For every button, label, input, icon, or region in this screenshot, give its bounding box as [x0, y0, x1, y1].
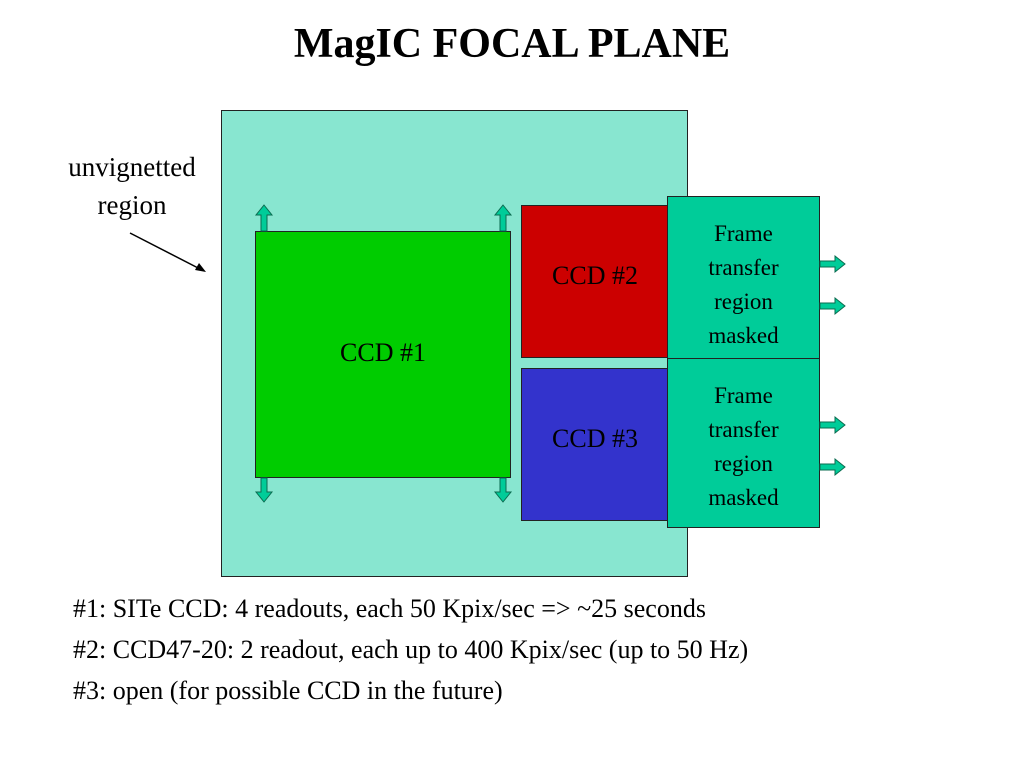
ccd-1-label: CCD #1 — [340, 338, 426, 367]
readout-arrow-right-1-icon — [819, 254, 846, 274]
ft-lower-line-3: region — [714, 451, 773, 476]
note-ccd-1: #1: SITe CCD: 4 readouts, each 50 Kpix/s… — [73, 594, 706, 623]
note-ccd-2: #2: CCD47-20: 2 readout, each up to 400 … — [73, 635, 749, 664]
region-label-line-2: region — [97, 190, 167, 220]
page-title: MagIC FOCAL PLANE — [293, 21, 731, 67]
readout-arrow-right-3-icon — [819, 415, 846, 435]
ft-lower-line-2: transfer — [708, 417, 779, 442]
frame-transfer-region-lower: Frame transfer region masked — [667, 358, 820, 528]
ft-upper-line-2: transfer — [708, 255, 779, 280]
note-ccd-3: #3: open (for possible CCD in the future… — [73, 676, 503, 705]
unvignetted-region-label: unvignetted region — [42, 148, 222, 224]
region-pointer-arrowhead-icon — [195, 263, 206, 272]
ft-upper-line-4: masked — [708, 323, 779, 348]
ccd-3-block: CCD #3 — [521, 368, 669, 521]
ccd-notes: #1: SITe CCD: 4 readouts, each 50 Kpix/s… — [73, 588, 748, 711]
frame-transfer-upper-text: Frame transfer region masked — [668, 217, 819, 353]
ft-upper-line-3: region — [714, 289, 773, 314]
region-label-line-1: unvignetted — [68, 152, 196, 182]
ccd-2-label: CCD #2 — [552, 261, 638, 290]
ccd-1-block: CCD #1 — [255, 231, 511, 478]
ft-lower-line-4: masked — [708, 485, 779, 510]
ccd-3-label: CCD #3 — [552, 424, 638, 453]
ft-lower-line-1: Frame — [714, 383, 773, 408]
frame-transfer-region-upper: Frame transfer region masked — [667, 196, 820, 359]
region-pointer-arrow-icon — [129, 232, 203, 271]
readout-arrow-right-4-icon — [819, 457, 846, 477]
ccd-2-block: CCD #2 — [521, 205, 669, 358]
ft-upper-line-1: Frame — [714, 221, 773, 246]
frame-transfer-lower-text: Frame transfer region masked — [668, 379, 819, 515]
readout-arrow-right-2-icon — [819, 296, 846, 316]
